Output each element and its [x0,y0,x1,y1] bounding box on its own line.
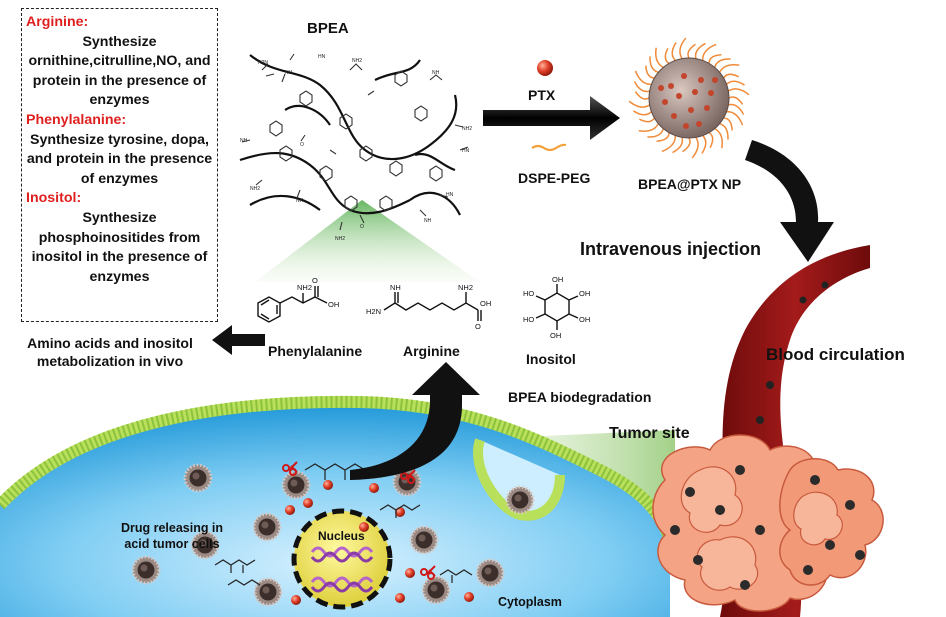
svg-text:H2N: H2N [258,60,268,66]
ino-ho-lowleft-label: HO [523,315,534,324]
phenylalanine-heading: Phenylalanine: [26,111,127,128]
metabolization-arrow [212,325,265,355]
injection-arrow [745,140,834,262]
svg-text:NH2: NH2 [352,58,362,64]
arginine-structure [383,292,482,321]
arg-oh-label: OH [480,299,491,308]
inositol-label: Inositol [526,351,576,367]
scissors-icon [282,461,436,580]
ino-ho-left-label: HO [523,289,534,298]
arg-nh2-label: NH2 [458,283,473,292]
ino-oh-lowright-label: OH [579,315,590,324]
svg-text:NH2: NH2 [250,186,260,192]
metabolization-label: Amino acids and inositol metabolization … [27,335,193,369]
svg-text:NH: NH [296,198,304,204]
inositol-structure [535,284,579,330]
phenylalanine-description: Synthesize tyrosine, dopa, and protein i… [26,131,213,187]
ptx-label: PTX [528,87,556,103]
svg-text:O: O [300,142,304,148]
drug-release-label: Drug releasing in acid tumor cells [120,521,224,551]
ino-oh-bottom-label: OH [550,331,561,340]
dspe-peg-label: DSPE-PEG [518,170,591,186]
phe-nh2-label: NH2 [297,283,312,292]
phe-o-label: O [312,276,318,285]
formulation-arrow [483,96,620,140]
cytoplasm-label: Cytoplasm [498,595,562,609]
blood-circulation-label: Blood circulation [766,345,905,364]
nanoparticle-label: BPEA@PTX NP [638,176,742,192]
ptx-molecule-icon [537,60,553,76]
arg-nh-label: NH [390,283,401,292]
inositol-description: Synthesize phosphoinositides from inosit… [31,209,208,285]
tumor-site-label: Tumor site [609,425,690,442]
arg-o-label: O [475,322,481,331]
dspe-peg-icon [531,143,567,152]
bpea-ptx-nanoparticle [628,37,750,159]
svg-text:NH2: NH2 [335,236,345,242]
ino-oh-right-label: OH [579,289,590,298]
arginine-description: Synthesize ornithine,citrulline,NO, and … [28,33,211,109]
intravenous-injection-label: Intravenous injection [580,239,762,259]
molecule-atom-labels: NH2 O OH NH H2N NH2 OH O OH HO OH HO OH … [297,275,590,340]
bpea-polymer [239,54,461,216]
phenylalanine-label: Phenylalanine [268,343,363,359]
svg-text:HN: HN [462,148,470,154]
nucleus-label: Nucleus [318,529,365,543]
phe-oh-label: OH [328,300,339,309]
svg-text:HN: HN [318,54,326,60]
polymer-fragments [214,463,473,586]
bpea-degradation-beam [255,200,480,282]
svg-text:NH: NH [240,138,248,144]
svg-text:NH2: NH2 [462,126,472,132]
ino-oh-top-label: OH [552,275,563,284]
svg-text:O: O [360,224,364,230]
endocytosed-nanoparticle [505,485,535,515]
tumor-mass [652,434,884,612]
tumor-nanoparticles [670,465,865,590]
svg-text:NH: NH [432,70,440,76]
arginine-label: Arginine [403,343,460,359]
metabolism-info-box: Arginine: Synthesize ornithine,citrullin… [21,8,218,322]
arg-h2n-label: H2N [366,307,381,316]
bpea-biodegradation-label: BPEA biodegradation [508,389,652,405]
biodegradation-arrow [350,362,480,480]
bpea-side-groups [241,53,469,231]
inositol-heading: Inositol: [26,190,82,207]
arginine-heading: Arginine: [26,14,89,30]
svg-text:NH: NH [285,70,293,76]
svg-text:HN: HN [446,192,454,198]
phenylalanine-structure [257,286,328,323]
svg-text:NH: NH [424,218,432,224]
bpea-label: BPEA [307,20,349,37]
nucleus [291,508,393,610]
